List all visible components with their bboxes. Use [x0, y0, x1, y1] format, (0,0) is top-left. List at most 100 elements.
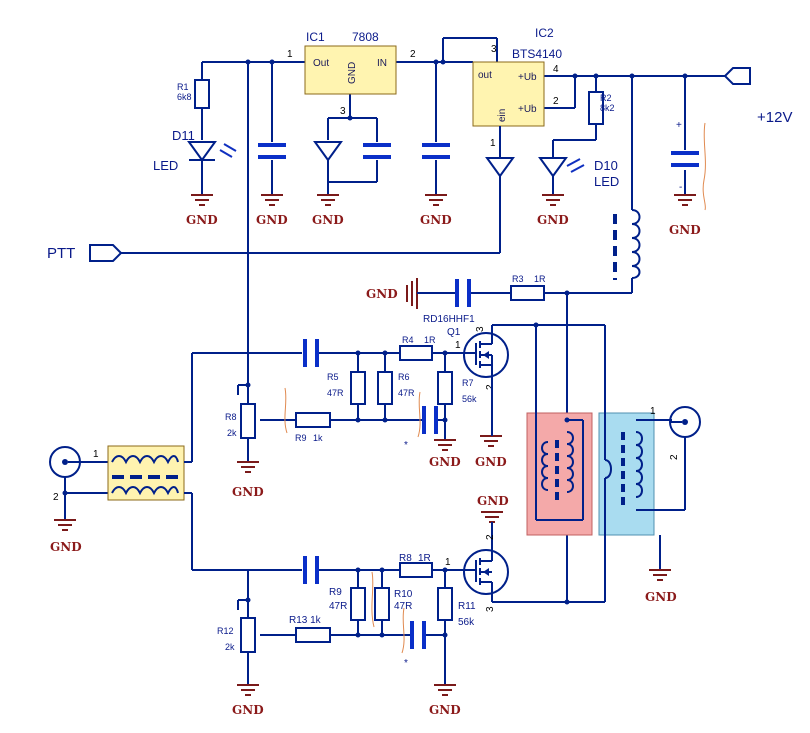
ic1-pin2: 2 [410, 49, 416, 60]
gnd-label-d11: GND [186, 213, 218, 227]
q1-label: Q1 [447, 327, 461, 338]
cap-plus-sign: + [676, 120, 682, 131]
ic1-pin1: 1 [287, 49, 293, 60]
lower-gnds [237, 511, 503, 696]
r2-value: 8k2 [600, 103, 615, 113]
gnd-label-c1: GND [256, 213, 288, 227]
r2-ref: R2 [600, 93, 612, 103]
ic1-in-label: IN [377, 58, 387, 69]
gnd-label-c3: GND [420, 213, 452, 227]
ic2-pin4: 4 [553, 64, 559, 75]
output-pin1: 1 [650, 406, 656, 417]
q2-mosfet [463, 548, 605, 603]
ic1-regulator [304, 45, 397, 95]
r1-ref: R1 [177, 82, 189, 92]
r4-value: 1R [424, 335, 436, 345]
gnd-label-r7: GND [429, 455, 461, 469]
q1-pin2: 2 [485, 384, 496, 390]
gnd-symbols-top [191, 194, 696, 206]
r7-value: 56k [462, 394, 477, 404]
r10-value: 47R [394, 601, 412, 612]
cap-minus-sign: - [679, 182, 682, 193]
gnd-label-r11: GND [429, 703, 461, 717]
r12-ref: R12 [217, 626, 234, 636]
gnd-label-r3: GND [366, 287, 398, 301]
r9a-value: 1k [313, 433, 323, 443]
q2-pin1: 1 [445, 557, 451, 568]
zener-diode [313, 141, 343, 162]
r9a-ref: R9 [295, 433, 307, 443]
output-transformer-red [526, 325, 593, 536]
rd16-label: RD16HHF1 [423, 314, 475, 325]
ic2-pin2: 2 [553, 96, 559, 107]
r3-value: 1R [534, 274, 546, 284]
r3-supply-line [406, 278, 632, 602]
lower-gate-circuit [237, 556, 472, 685]
r2-resistor [588, 91, 604, 125]
r6-ref: R6 [398, 372, 410, 382]
upper-gnds [237, 435, 502, 473]
r10-ref: R10 [394, 589, 413, 600]
ic2-out-label: out [478, 70, 492, 81]
r3-ref: R3 [512, 274, 524, 284]
d11-led-label: LED [153, 158, 178, 173]
gnd-label-ic1: GND [312, 213, 344, 227]
output-pin2: 2 [669, 454, 680, 460]
gnd-label-input: GND [50, 540, 82, 554]
ptt-diode [120, 126, 515, 254]
r5-value: 47R [327, 388, 344, 398]
input-connector [49, 446, 108, 531]
q1-pin1: 1 [455, 340, 461, 351]
upper-gate-circuit [237, 339, 472, 462]
gnd-label-q1: GND [475, 455, 507, 469]
input-transformer [107, 445, 185, 501]
r8a-value: 2k [227, 428, 237, 438]
r8a-ref: R8 [225, 412, 237, 422]
gnd-label-cap: GND [669, 223, 701, 237]
r11-value: 56k [458, 617, 475, 628]
electrolytic-cap [671, 122, 706, 211]
ic1-pin3: 3 [340, 106, 346, 117]
r1-value: 6k8 [177, 92, 192, 102]
r1-resistor [194, 79, 210, 109]
input-pin2: 2 [53, 492, 59, 503]
plus12v-port [723, 67, 751, 85]
plus12v-label: +12V [757, 109, 792, 126]
r13-label: R13 1k [289, 615, 322, 626]
input-pin1: 1 [93, 449, 99, 460]
d10-led-label: LED [594, 174, 619, 189]
ic2-ref: IC2 [535, 26, 554, 40]
ic2-ub2-label: +Ub [518, 104, 537, 115]
output-transformer-blue [598, 325, 685, 602]
ic2-value: BTS4140 [512, 47, 562, 61]
q2-pin3: 3 [485, 606, 496, 612]
r5-ref: R5 [327, 372, 339, 382]
ic1-gnd-label: GND [347, 62, 358, 84]
junction-dots [62, 59, 688, 638]
ic2-switch [472, 61, 545, 127]
q2-pin2: 2 [485, 534, 496, 540]
d11-led [187, 141, 237, 195]
lower-star: * [404, 658, 408, 669]
ic2-ein-label: ein [497, 109, 508, 122]
r11-ref: R11 [458, 601, 476, 612]
d10-led [538, 150, 585, 195]
r8b-ref: R8 [399, 553, 412, 564]
choke-inductor [613, 209, 641, 280]
r9b-value: 47R [329, 601, 347, 612]
r6-value: 47R [398, 388, 415, 398]
r7-ref: R7 [462, 378, 474, 388]
gnd-label-q2: GND [477, 494, 509, 508]
ic2-pin3: 3 [491, 44, 497, 55]
ic1-value: 7808 [352, 30, 379, 44]
r8b-value: 1R [418, 553, 431, 564]
ic1-ref: IC1 [306, 30, 325, 44]
gnd-label-r12: GND [232, 703, 264, 717]
r9b-ref: R9 [329, 587, 342, 598]
d11-ref: D11 [172, 128, 195, 143]
d10-ref: D10 [594, 158, 618, 173]
upper-star: * [404, 440, 408, 451]
gnd-label-r8: GND [232, 485, 264, 499]
ptt-label: PTT [47, 245, 75, 262]
